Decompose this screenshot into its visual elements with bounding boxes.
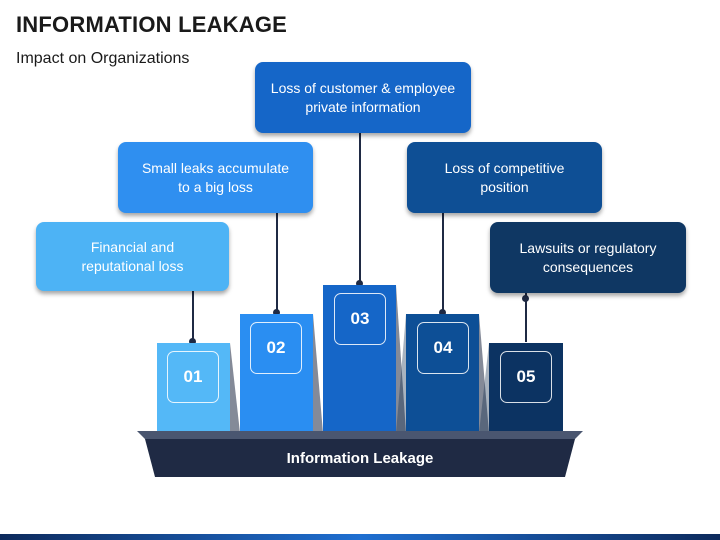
card-02-line2: to a big loss bbox=[178, 178, 253, 195]
card-04-line1: Loss of competitive bbox=[444, 159, 565, 176]
shadow-04 bbox=[479, 314, 489, 433]
card-01-line2: reputational loss bbox=[81, 257, 184, 274]
connector-dot-03 bbox=[356, 280, 363, 287]
badge-02-number: 02 bbox=[266, 338, 286, 357]
base-platform bbox=[145, 439, 575, 477]
card-04-line2: position bbox=[480, 178, 529, 195]
page-title: INFORMATION LEAKAGE bbox=[16, 12, 288, 37]
card-02-line1: Small leaks accumulate bbox=[141, 159, 290, 176]
base-label: Information Leakage bbox=[286, 449, 434, 467]
badge-05-number: 05 bbox=[516, 367, 536, 386]
card-01: Financial and reputational loss bbox=[36, 222, 229, 291]
connector-03 bbox=[359, 133, 361, 283]
connector-04 bbox=[442, 213, 444, 313]
badge-01-number: 01 bbox=[183, 367, 203, 386]
card-03-line1: Loss of customer & employee bbox=[270, 79, 456, 96]
shadow-02 bbox=[313, 314, 323, 433]
connector-dot-05 bbox=[522, 295, 529, 302]
card-03: Loss of customer & employee private info… bbox=[255, 62, 471, 133]
badge-04: 04 bbox=[417, 322, 469, 374]
card-04: Loss of competitive position bbox=[407, 142, 602, 213]
bar-03 bbox=[323, 285, 396, 433]
shadow-01 bbox=[230, 343, 240, 433]
connector-dot-04 bbox=[439, 309, 446, 316]
card-05-line2: consequences bbox=[542, 258, 634, 275]
connector-dot-02 bbox=[273, 309, 280, 316]
connector-02 bbox=[276, 213, 278, 313]
page-subtitle: Impact on Organizations bbox=[16, 50, 190, 67]
badge-02: 02 bbox=[250, 322, 302, 374]
base-top-edge bbox=[137, 431, 583, 439]
connector-05 bbox=[525, 293, 527, 342]
bar-01 bbox=[157, 343, 230, 433]
badge-03: 03 bbox=[334, 293, 386, 345]
card-02: Small leaks accumulate to a big loss bbox=[118, 142, 313, 213]
connector-dot-01 bbox=[189, 338, 196, 345]
badge-05: 05 bbox=[500, 351, 552, 403]
card-03-line2: private information bbox=[305, 98, 421, 115]
badge-03-number: 03 bbox=[350, 309, 370, 328]
badge-04-number: 04 bbox=[433, 338, 453, 357]
card-05-line1: Lawsuits or regulatory bbox=[519, 239, 657, 256]
badge-01: 01 bbox=[167, 351, 219, 403]
shadow-05b bbox=[479, 343, 489, 433]
connector-01 bbox=[192, 288, 194, 342]
shadow-03 bbox=[396, 285, 406, 433]
bottom-accent-strip bbox=[0, 534, 720, 540]
card-05: Lawsuits or regulatory consequences bbox=[490, 222, 686, 293]
card-01-line1: Financial and bbox=[90, 238, 175, 255]
shadow-04b bbox=[396, 314, 406, 433]
bar-05 bbox=[489, 343, 563, 433]
